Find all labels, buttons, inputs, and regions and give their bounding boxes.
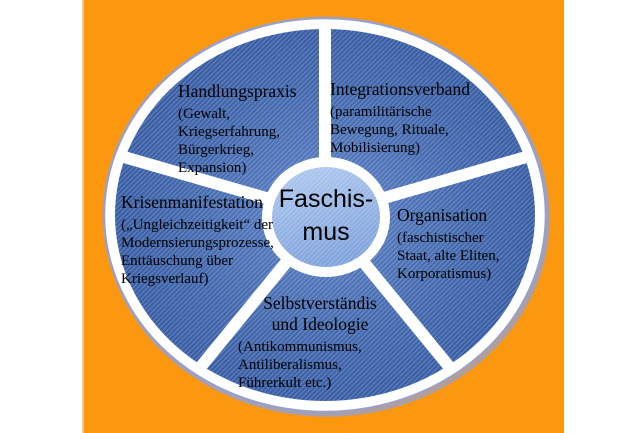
segment-details-selbstverstaendis: (Antikommunismus, Antiliberalismus, Führ…	[238, 339, 362, 391]
segment-title-handlungspraxis: Handlungspraxis	[178, 81, 297, 101]
segment-title-organisation: Organisation	[397, 205, 488, 225]
center-hub-hatch-overlay	[272, 167, 380, 267]
segment-selbstverstaendis-ideologie: Selbstverständis und Ideologie (Antikomm…	[238, 293, 402, 392]
segment-krisenmanifestation: Krisenmanifestation („Ungleichzeitigkeit…	[121, 192, 291, 288]
outer-ring-outline	[102, 16, 548, 414]
orange-background-left-edge	[82, 0, 84, 433]
segment-details-handlungspraxis: (Gewalt, Kriegserfahrung, Bürgerkrieg, E…	[178, 106, 281, 176]
segment-organisation: Organisation (faschistischer Staat, alte…	[397, 205, 552, 283]
segment-integrationsverband: Integrationsverband (paramilitärische Be…	[330, 79, 498, 157]
segment-details-integrationsverband: (paramilitärische Bewegung, Rituale, Mob…	[330, 104, 449, 156]
segment-handlungspraxis: Handlungspraxis (Gewalt, Kriegserfahrung…	[178, 81, 328, 177]
segment-title-selbstverstaendis: Selbstverständis und Ideologie	[263, 293, 377, 334]
segment-details-krisenmanifestation: („Ungleichzeitigkeit“ der Modernsierungs…	[121, 217, 274, 287]
segment-title-krisenmanifestation: Krisenmanifestation	[121, 192, 263, 212]
center-label-faschismus: Faschis- mus	[278, 185, 374, 246]
segment-title-integrationsverband: Integrationsverband	[330, 79, 470, 99]
segment-details-organisation: (faschistischer Staat, alte Eliten, Korp…	[397, 230, 500, 282]
